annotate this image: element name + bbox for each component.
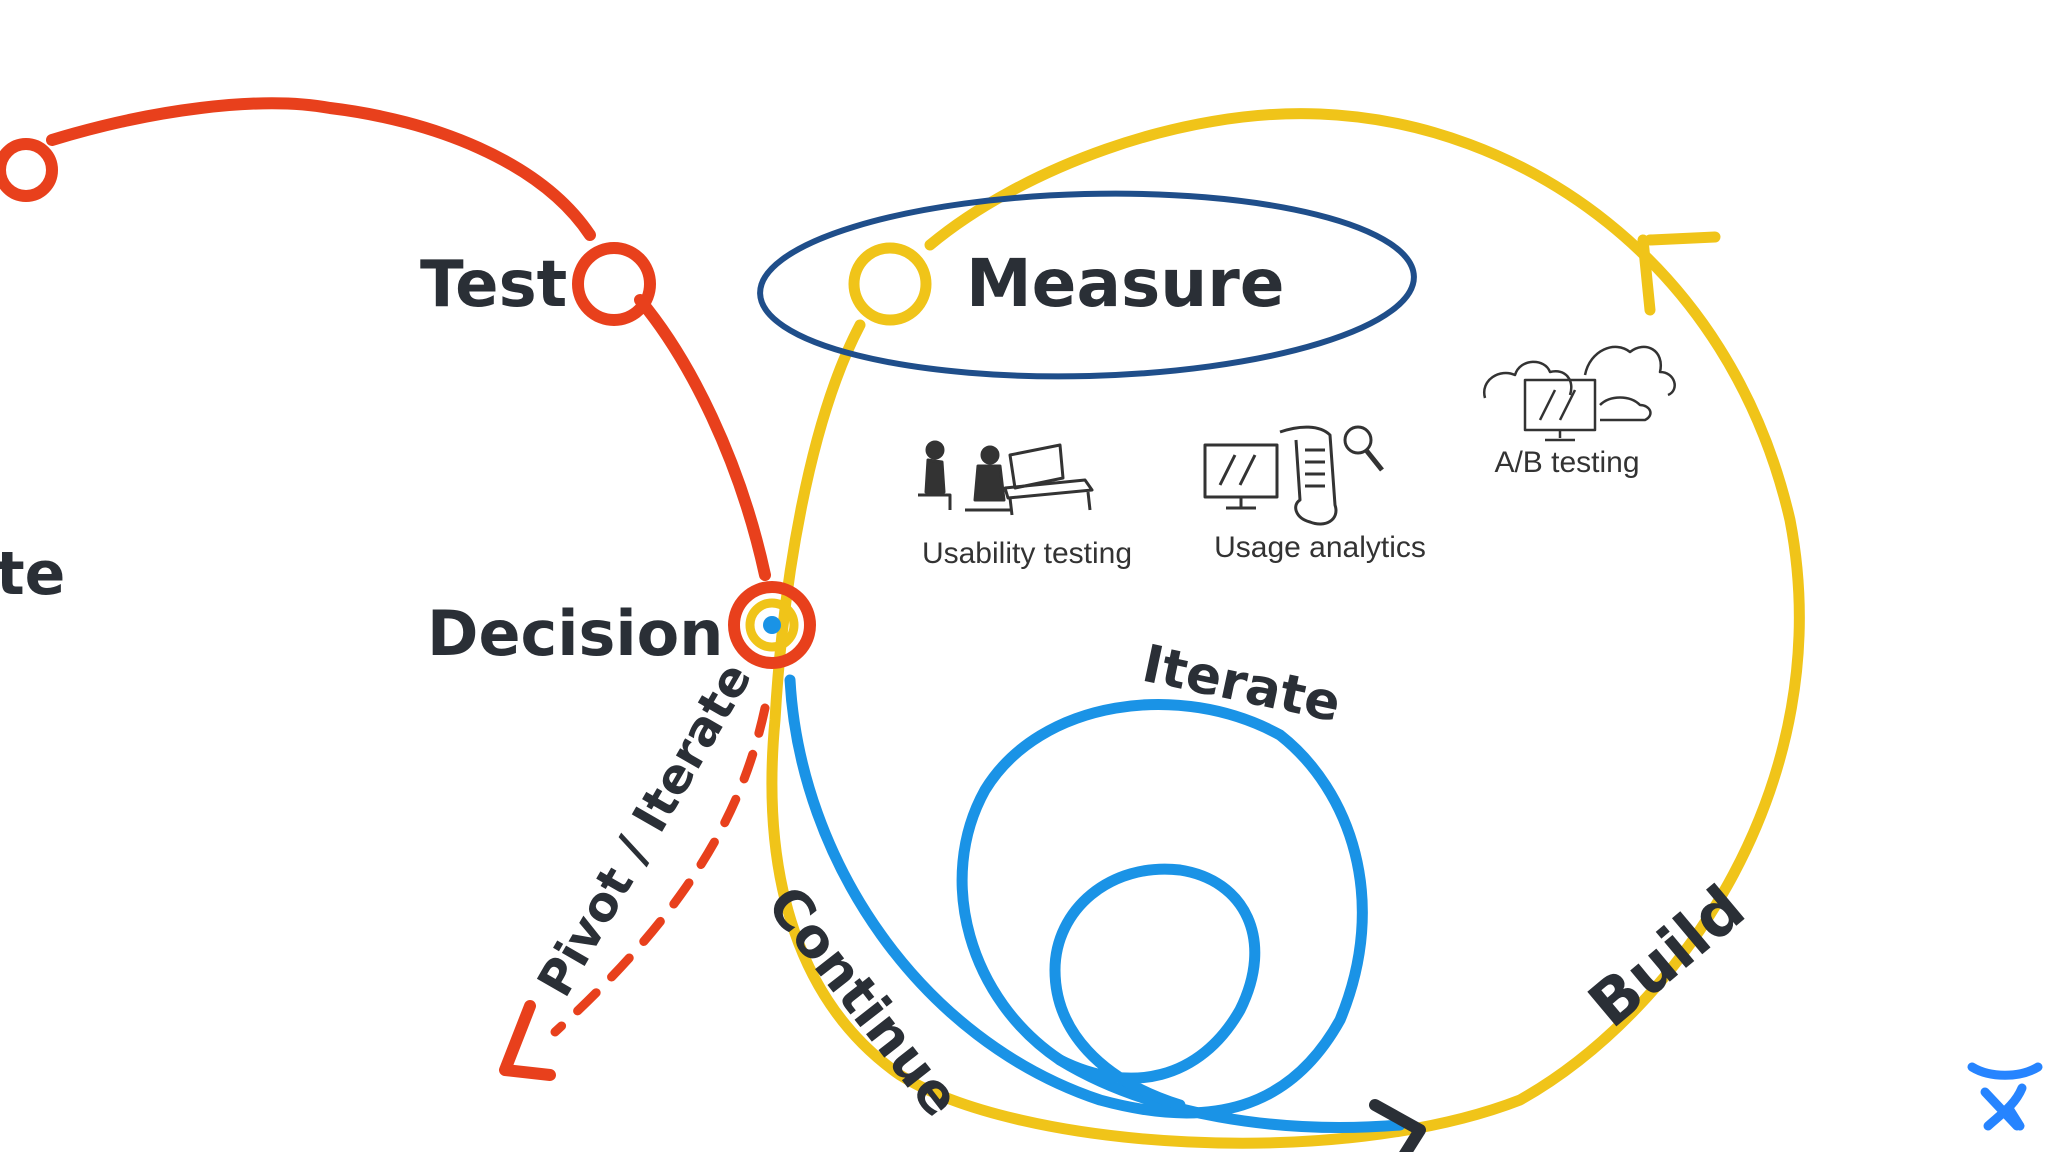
decision-node-blue-dot — [763, 616, 781, 634]
method-label-ab-testing: A/B testing — [1494, 446, 1639, 479]
stage-label-partial: te — [0, 539, 65, 609]
stage-label-decision: Decision — [427, 597, 723, 670]
yellow-loop-path — [766, 108, 1805, 1149]
red-loop — [0, 97, 771, 1081]
measure-node — [848, 242, 932, 326]
blue-inner-loop — [1049, 863, 1261, 1111]
decision-node-red-ring — [728, 581, 816, 669]
red-node-left — [0, 138, 58, 202]
blue-loop — [784, 674, 1406, 1133]
path-label-pivot-iterate: Pivot / Iterate — [527, 653, 763, 1006]
decision-node — [728, 581, 816, 669]
measure-highlight-ellipse — [757, 190, 1417, 380]
method-label-usability-testing: Usability testing — [922, 537, 1132, 570]
red-arc-top — [46, 97, 596, 241]
pivot-dashed-arrow — [550, 703, 770, 1037]
decision-node-yellow-ring — [745, 598, 799, 652]
stage-label-test: Test — [420, 248, 567, 322]
ab-testing-icon — [1482, 345, 1676, 442]
pivot-arrow-head — [499, 1000, 556, 1081]
usage-analytics-icon — [1203, 425, 1384, 526]
method-label-usage-analytics: Usage analytics — [1214, 531, 1426, 564]
stage-label-build: Build — [1575, 871, 1758, 1042]
test-node — [572, 242, 656, 326]
atlassian-logo-icon — [1967, 1062, 2043, 1131]
yellow-arrow-head — [1637, 231, 1721, 316]
usability-testing-icon — [918, 440, 1094, 516]
build-loop-arrow-head — [1369, 1099, 1426, 1152]
yellow-loop — [766, 108, 1805, 1149]
stage-label-measure: Measure — [966, 245, 1285, 322]
red-arc-down — [634, 294, 771, 581]
